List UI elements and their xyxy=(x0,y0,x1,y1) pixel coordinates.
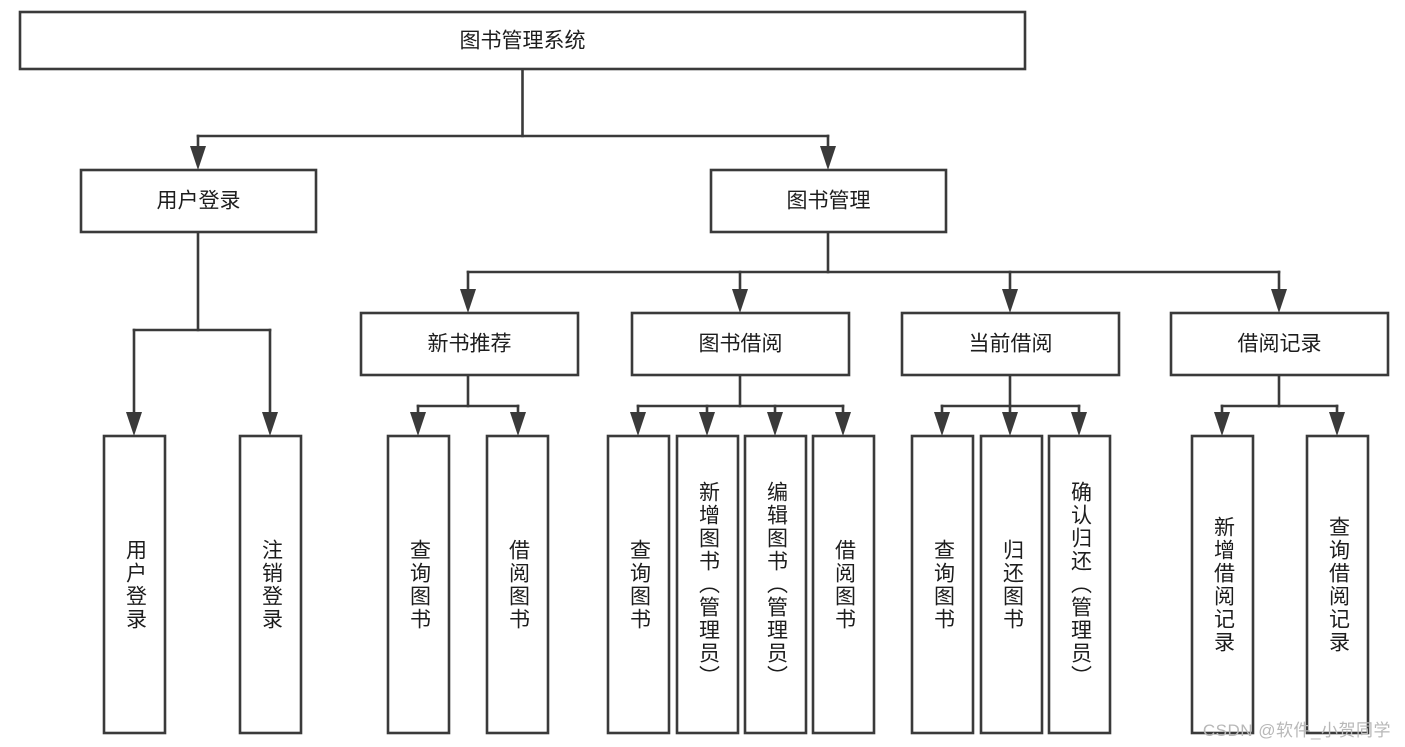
connector-group-root xyxy=(190,67,836,170)
arrow-user-login-2-icon xyxy=(262,412,278,436)
arrow-br-2-icon xyxy=(1329,412,1345,436)
node-root-label: 图书管理系统 xyxy=(460,30,586,53)
leaf-user-logout-box[interactable] xyxy=(238,434,303,735)
leaf-edit-book-box[interactable] xyxy=(743,434,808,735)
arrow-bm-book-borrow-icon xyxy=(732,289,748,313)
connector-group-user-login xyxy=(126,230,278,436)
node-book-manage[interactable]: 图书管理 xyxy=(709,168,948,234)
node-current-borrow-box[interactable] xyxy=(900,311,1121,377)
leaf-borrow-book-2-label: 借阅图书 xyxy=(832,538,856,631)
leaf-user-login-box[interactable] xyxy=(102,434,167,735)
leaf-user-login-label: 用户登录 xyxy=(123,538,147,631)
leaf-query-record-label: 查询借阅记录 xyxy=(1326,515,1350,654)
node-borrow-record-label: 借阅记录 xyxy=(1238,333,1322,356)
arrow-bb-4-icon xyxy=(835,412,851,436)
arrow-bm-current-borrow-icon xyxy=(1002,289,1018,313)
arrow-cb-2-icon xyxy=(1002,412,1018,436)
leaf-confirm-return-box[interactable] xyxy=(1047,434,1112,735)
node-root-box[interactable] xyxy=(18,10,1027,71)
node-current-borrow[interactable]: 当前借阅 xyxy=(900,311,1121,377)
node-book-manage-box[interactable] xyxy=(709,168,948,234)
arrow-br-1-icon xyxy=(1214,412,1230,436)
leaf-borrow-book-2-box[interactable] xyxy=(811,434,876,735)
arrow-bm-new-book-icon xyxy=(460,289,476,313)
leaf-return-book-box[interactable] xyxy=(979,434,1044,735)
node-book-borrow-label: 图书借阅 xyxy=(699,333,783,356)
arrow-nbr-1-icon xyxy=(410,412,426,436)
watermark: CSDN @软件_小贺同学 xyxy=(1202,721,1391,740)
arrow-bb-1-icon xyxy=(630,412,646,436)
connector-group-current-borrow xyxy=(934,373,1087,436)
leaf-add-record-label: 新增借阅记录 xyxy=(1211,515,1235,654)
arrow-bm-borrow-record-icon xyxy=(1271,289,1287,313)
node-user-login-box[interactable] xyxy=(79,168,318,234)
connector-group-book-borrow xyxy=(630,373,851,436)
arrow-cb-3-icon xyxy=(1071,412,1087,436)
node-borrow-record-box[interactable] xyxy=(1169,311,1390,377)
leaf-confirm-return-label: 确认归还（管理员） xyxy=(1068,481,1092,688)
leaf-query-book-2-box[interactable] xyxy=(606,434,671,735)
connector-group-book-manage xyxy=(460,230,1287,313)
node-new-book-recommend[interactable]: 新书推荐 xyxy=(359,311,580,377)
leaf-query-book-3-box[interactable] xyxy=(910,434,975,735)
arrow-bb-3-icon xyxy=(767,412,783,436)
leaf-query-record-box[interactable] xyxy=(1305,434,1370,735)
connector-group-new-book-recommend xyxy=(410,373,526,436)
node-book-borrow-box[interactable] xyxy=(630,311,851,377)
leaf-query-book-1-box[interactable] xyxy=(386,434,451,735)
leaf-add-record-box[interactable] xyxy=(1190,434,1255,735)
arrow-nbr-2-icon xyxy=(510,412,526,436)
leaf-borrow-book-1-label: 借阅图书 xyxy=(506,538,530,631)
arrow-root-to-book-manage-icon xyxy=(820,146,836,170)
node-new-book-recommend-label: 新书推荐 xyxy=(428,333,512,356)
leaf-edit-book-label: 编辑图书（管理员） xyxy=(764,481,788,688)
arrow-user-login-1-icon xyxy=(126,412,142,436)
node-book-manage-label: 图书管理 xyxy=(787,190,871,213)
leaf-add-book-label: 新增图书（管理员） xyxy=(696,481,720,688)
node-user-login[interactable]: 用户登录 xyxy=(79,168,318,234)
leaf-borrow-book-1-box[interactable] xyxy=(485,434,550,735)
arrow-root-to-user-login-icon xyxy=(190,146,206,170)
node-current-borrow-label: 当前借阅 xyxy=(969,333,1053,356)
node-user-login-label: 用户登录 xyxy=(157,190,241,213)
node-new-book-recommend-box[interactable] xyxy=(359,311,580,377)
arrow-bb-2-icon xyxy=(699,412,715,436)
node-root[interactable]: 图书管理系统 xyxy=(18,10,1027,71)
leaf-add-book-box[interactable] xyxy=(675,434,740,735)
leaf-boxes xyxy=(102,434,1370,735)
node-borrow-record[interactable]: 借阅记录 xyxy=(1169,311,1390,377)
leaf-query-book-3-label: 查询图书 xyxy=(931,538,955,631)
leaf-return-book-label: 归还图书 xyxy=(1000,538,1024,631)
leaf-user-logout-label: 注销登录 xyxy=(259,538,283,631)
arrow-cb-1-icon xyxy=(934,412,950,436)
leaf-query-book-1-label: 查询图书 xyxy=(407,538,431,631)
connector-group-borrow-record xyxy=(1214,373,1345,436)
leaf-query-book-2-label: 查询图书 xyxy=(627,538,651,631)
node-book-borrow[interactable]: 图书借阅 xyxy=(630,311,851,377)
